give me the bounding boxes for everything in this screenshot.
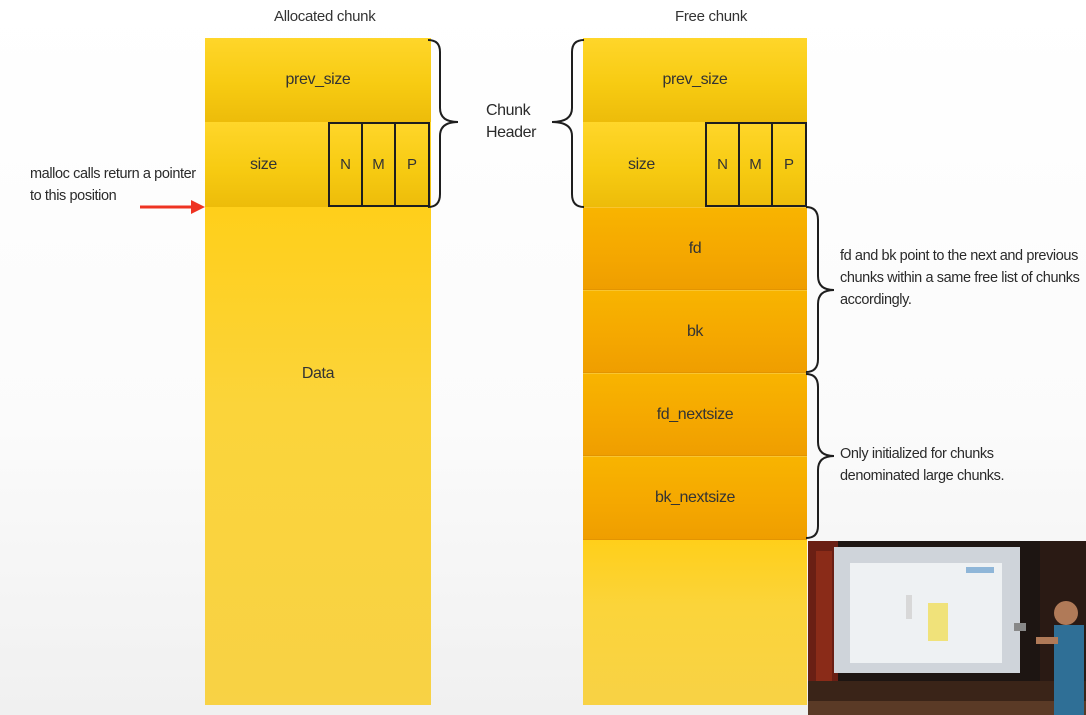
free-fd-nextsize-field: fd_nextsize [583,373,807,456]
allocated-size-field: size [205,122,431,207]
speaker-video-thumbnail [808,541,1086,715]
free-flag-m: M [738,122,773,207]
free-bk-field: bk [583,290,807,373]
free-chunk-title: Free chunk [675,8,748,25]
chunk-header-annotation: Chunk Header [486,102,537,141]
allocated-size-label: size [250,155,277,173]
fd-bk-annotation: fd and bk point to the next and previous… [840,248,1080,308]
allocated-data-field: Data [205,207,431,705]
free-fd-nextsize-label: fd_nextsize [656,405,734,423]
free-flag-p: P [771,122,807,207]
allocated-prev-size-field: prev_size [205,38,431,122]
fd-bk-brace [805,206,835,373]
free-prev-size-label: prev_size [662,71,728,88]
allocated-flag-p: P [394,122,430,207]
free-remaining-space [583,540,807,705]
free-prev-size-field: prev_size [583,38,807,122]
free-header-brace [551,39,585,208]
free-bk-nextsize-field: bk_nextsize [583,456,807,540]
free-size-field: size [583,122,807,207]
free-size-label: size [628,155,655,173]
allocated-prev-size-label: prev_size [285,71,351,88]
allocated-header-brace [427,39,459,208]
nextsize-annotation: Only initialized for chunks denominated … [840,446,1005,484]
allocated-flag-n: N [328,122,363,207]
malloc-pointer-annotation: malloc calls return a pointer to this po… [30,166,196,204]
free-bk-label: bk [686,322,704,340]
free-flag-n: N [705,122,740,207]
free-fd-label: fd [688,239,702,257]
nextsize-brace [805,373,835,539]
free-fd-field: fd [583,207,807,290]
allocated-data-label: Data [301,365,335,382]
free-bk-nextsize-label: bk_nextsize [654,489,736,506]
allocated-flag-m: M [361,122,396,207]
allocated-chunk-title: Allocated chunk [274,8,376,25]
speaker-video-image [808,541,1086,715]
